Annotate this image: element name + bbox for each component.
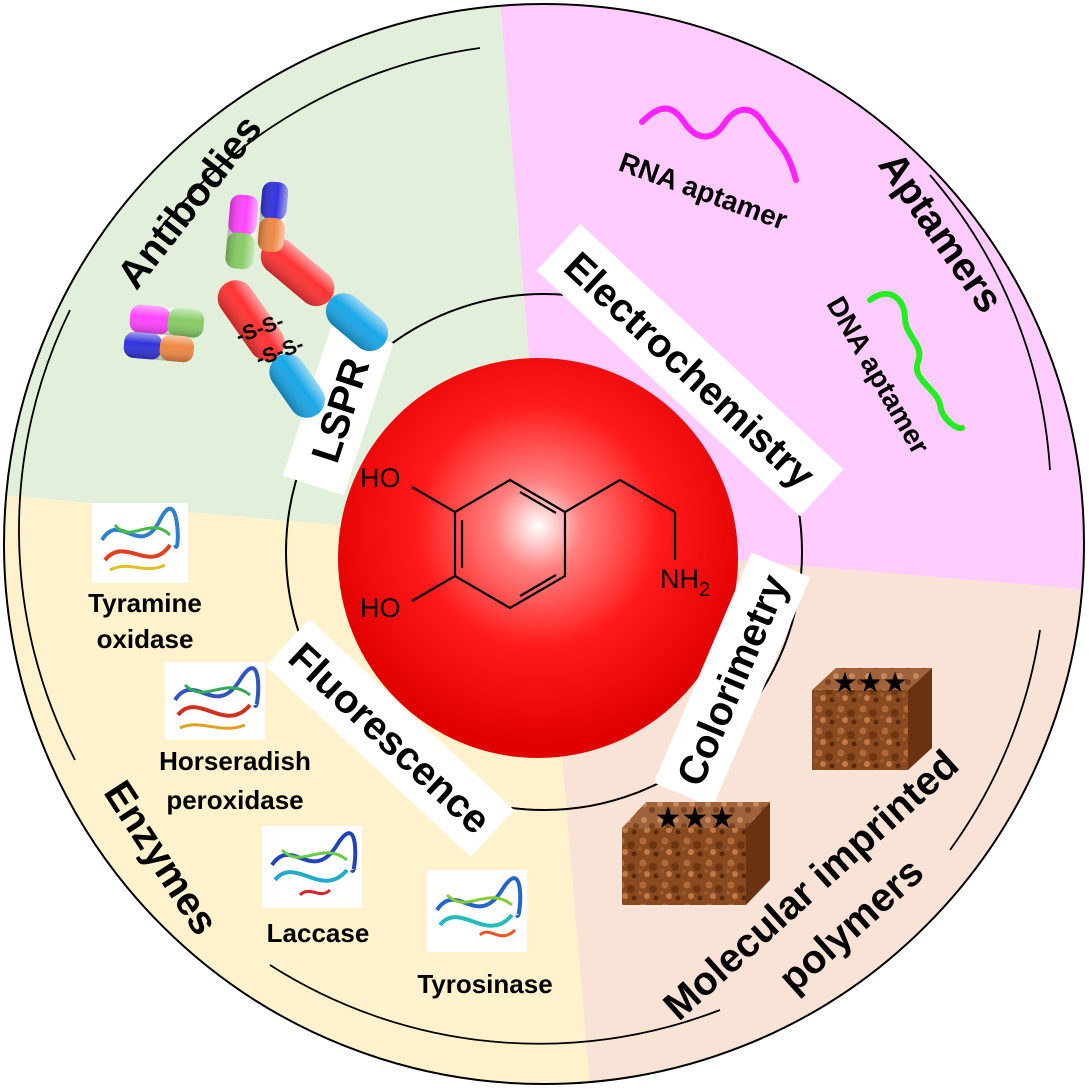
tyrosinase-label: Tyrosinase (417, 969, 552, 999)
analyte-sphere (338, 358, 738, 758)
hrp-label-2: peroxidase (166, 785, 303, 815)
tyramine-label-2: oxidase (97, 624, 194, 654)
mip-stars-2: ★★★ (655, 801, 736, 836)
mip-stars-1: ★★★ (832, 666, 907, 699)
laccase-label: Laccase (267, 918, 370, 948)
tyramine-oxidase-image (92, 503, 188, 583)
dna-aptamer-icon (867, 291, 965, 432)
inner-circle (285, 293, 803, 811)
laccase-image (262, 826, 362, 908)
nh2-label: NH2 (660, 564, 710, 601)
antibody-icon: -S-S- -S-S- (123, 181, 388, 418)
mip-block-2: ★★★ (622, 801, 770, 905)
dopamine-structure (411, 478, 677, 610)
horseradish-peroxidase-image (165, 662, 265, 740)
ring-arcs (18, 47, 1051, 1045)
hrp-label-1: Horseradish (159, 746, 311, 776)
outer-circle (3, 3, 1085, 1085)
ho-bottom-label: HO (360, 593, 401, 623)
tyrosinase-image (427, 870, 527, 952)
rna-aptamer-icon (639, 105, 799, 183)
ho-top-label: HO (360, 463, 401, 493)
mip-block-1: ★★★ (812, 666, 932, 770)
tyramine-label-1: Tyramine (88, 588, 202, 618)
